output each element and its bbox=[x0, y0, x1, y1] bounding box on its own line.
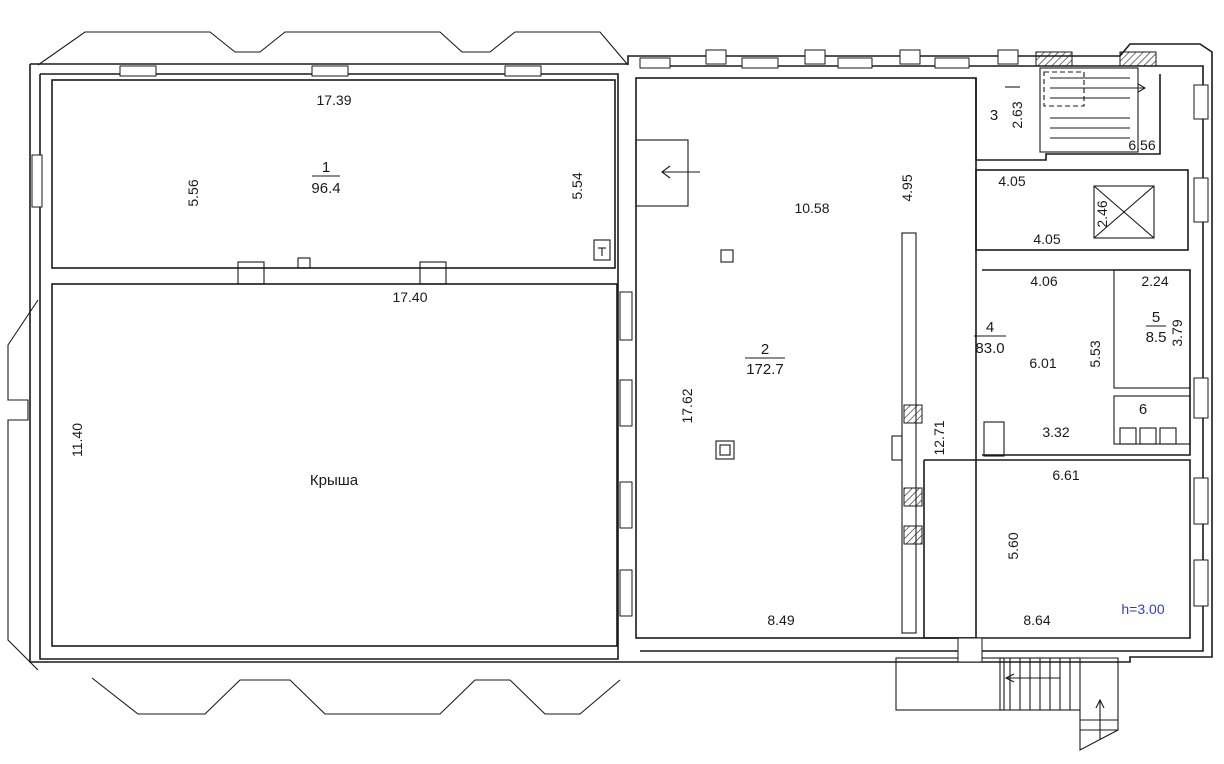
hatched-pillars bbox=[903, 51, 1157, 545]
roof-area-outline bbox=[51, 257, 618, 647]
room-1-number: 1 bbox=[322, 159, 330, 176]
exterior-walls bbox=[29, 43, 1213, 663]
dim-corridor-a: 4.05 bbox=[998, 173, 1025, 189]
dim-r1-left: 5.56 bbox=[185, 179, 201, 206]
dim-lower-top: 6.61 bbox=[1052, 467, 1079, 483]
dim-r4-top: 4.06 bbox=[1030, 273, 1057, 289]
room-2-outline bbox=[635, 77, 977, 639]
bay-windows-top bbox=[37, 31, 629, 66]
dim-r2-bottom: 8.49 bbox=[767, 612, 794, 628]
stair-bottom bbox=[895, 657, 1119, 751]
bay-windows-bottom bbox=[91, 677, 621, 715]
dim-r3-height: 2.63 bbox=[1009, 101, 1025, 128]
dim-r4-lower: 3.32 bbox=[1042, 424, 1069, 440]
dim-lower-height: 5.60 bbox=[1005, 532, 1021, 559]
dim-r1-right: 5.54 bbox=[569, 172, 585, 199]
dim-r4-long: 12.71 bbox=[931, 420, 947, 455]
dim-r2-top: 10.58 bbox=[794, 200, 829, 216]
room-4-area: 83.0 bbox=[975, 340, 1004, 357]
room-2-area: 172.7 bbox=[746, 361, 784, 378]
height-label: h=3.00 bbox=[1121, 601, 1164, 617]
dim-shaft-height: 2.46 bbox=[1094, 200, 1110, 227]
room-1-area: 96.4 bbox=[311, 180, 340, 197]
dim-roof-left: 11.40 bbox=[69, 423, 85, 457]
room-3-number: 3 bbox=[990, 107, 998, 124]
stair-top bbox=[1005, 67, 1147, 153]
dim-r2-upper: 4.95 bbox=[899, 174, 915, 201]
room-6-number: 6 bbox=[1139, 401, 1147, 418]
dim-lower-bottom: 8.64 bbox=[1023, 612, 1050, 628]
windows bbox=[31, 49, 1209, 663]
dim-r4-mid: 6.01 bbox=[1029, 355, 1056, 371]
room-5-area: 8.5 bbox=[1146, 329, 1167, 346]
dim-corridor-b: 4.05 bbox=[1033, 231, 1060, 247]
room-1-outline bbox=[51, 79, 616, 269]
room-5-number: 5 bbox=[1152, 309, 1160, 326]
dim-r2-left: 17.62 bbox=[679, 388, 695, 423]
room-4-number: 4 bbox=[986, 319, 994, 336]
dim-r5-width: 2.24 bbox=[1141, 273, 1168, 289]
dim-stair-width: 6.56 bbox=[1128, 137, 1155, 153]
right-block-walls bbox=[923, 74, 1191, 639]
room-2-number: 2 bbox=[761, 341, 769, 358]
dim-r1-bottom: 17.40 bbox=[392, 289, 427, 305]
roof-label: Крыша bbox=[310, 472, 359, 489]
dim-r1-top: 17.39 bbox=[316, 92, 351, 108]
dim-r5-height: 3.79 bbox=[1169, 319, 1185, 346]
bay-window-left bbox=[7, 299, 39, 671]
dim-r4-vert: 5.53 bbox=[1087, 340, 1103, 367]
